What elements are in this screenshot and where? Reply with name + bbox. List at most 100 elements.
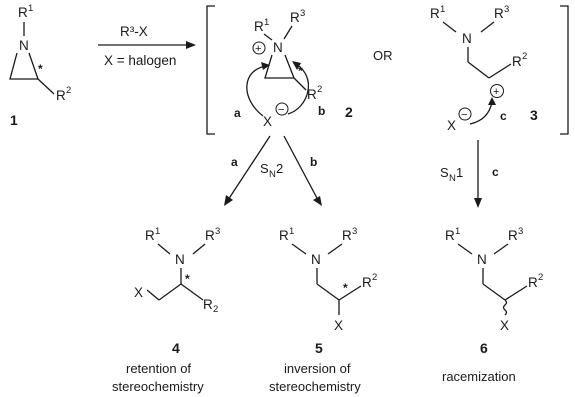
r2-superscript: 2 <box>317 84 322 95</box>
compound-2: R 1 R 3 N + * R 2 X − a b 2 <box>234 8 353 129</box>
path-label-b: b <box>318 104 325 118</box>
bond-n-r1 <box>157 243 171 255</box>
n-label: N <box>175 252 185 267</box>
aziridinium-ring <box>264 54 295 79</box>
bond-c-r2 <box>180 283 204 301</box>
r1-label: R <box>279 228 289 243</box>
bond-c-r2 <box>338 285 362 301</box>
r2-label: R <box>307 87 317 102</box>
n-label: N <box>19 38 29 53</box>
r2-label: R <box>512 54 522 69</box>
sn2-order: 2 <box>276 161 283 176</box>
reagent-condition: X = halogen <box>104 53 176 68</box>
x-label: X <box>263 114 272 129</box>
stereocenter-star: * <box>343 281 348 295</box>
curved-arrow-c-head <box>488 97 496 105</box>
r3-superscript: 3 <box>352 226 357 237</box>
compound-4: R 1 R 3 N * X R 2 4 retention of stereoc… <box>112 226 220 394</box>
compound-5: R 1 R 3 N * R 2 X 5 inversion of stereoc… <box>269 226 377 394</box>
path-label-c: c <box>500 109 507 123</box>
compound-number-3: 3 <box>530 107 538 123</box>
bond-n-r3 <box>192 243 206 255</box>
r3-label: R <box>494 6 504 21</box>
sn2-subscript: N <box>269 169 276 180</box>
compound-3: R 1 R 3 N R 2 + X − c 3 <box>430 4 538 133</box>
path-label-b: b <box>310 155 317 169</box>
compound-1: R 1 N * R 2 1 <box>9 3 71 128</box>
bond-ch2-x <box>146 289 160 301</box>
compound-number-2: 2 <box>345 104 353 120</box>
r3-label: R <box>205 228 215 243</box>
right-bracket <box>560 5 569 135</box>
bond-c-r2 <box>488 63 512 79</box>
reaction-arrowhead <box>186 41 196 49</box>
r1-label: R <box>445 228 455 243</box>
r1-label: R <box>430 6 440 21</box>
plus-charge-icon <box>252 41 266 55</box>
bond-ch2-c <box>482 283 506 301</box>
r1-superscript: 1 <box>455 226 460 237</box>
r3-label: R <box>290 10 300 25</box>
stereocenter-star: * <box>185 272 190 286</box>
reagent-formula: R³-X <box>120 24 148 39</box>
arrow-path-a-head <box>224 195 233 206</box>
bond-n-r1 <box>442 21 457 33</box>
bond-ch2-c <box>467 61 490 79</box>
x-label: X <box>134 285 143 300</box>
r2-superscript: 2 <box>522 51 527 62</box>
r1-superscript: 1 <box>28 3 33 14</box>
compound-number-4: 4 <box>172 340 180 356</box>
r3-superscript: 3 <box>300 8 305 19</box>
n-label: N <box>311 252 321 267</box>
minus-charge-icon <box>275 102 289 116</box>
sn2-label: S <box>260 161 269 176</box>
r1-superscript: 1 <box>155 226 160 237</box>
r1-superscript: 1 <box>440 4 445 15</box>
bond-n-r1 <box>457 243 473 255</box>
x-label: X <box>334 318 343 333</box>
x-label: X <box>500 318 509 333</box>
r2-superscript: 2 <box>66 85 71 96</box>
wavy-bond-c-x <box>502 299 508 316</box>
x-label: X <box>447 118 456 133</box>
plus-charge-sign: + <box>255 43 261 55</box>
r2-subscript: 2 <box>213 304 218 315</box>
compound-number-1: 1 <box>10 112 18 128</box>
arrow-path-c-head <box>474 198 482 208</box>
bond-ch2-c <box>316 283 340 301</box>
bond-c-r2 <box>293 77 307 91</box>
minus-charge-sign: − <box>278 104 284 116</box>
bond-n-r3 <box>327 243 343 255</box>
aziridine-ring <box>9 52 39 80</box>
caption-4-line1: retention of <box>126 361 191 376</box>
bond-n-r3 <box>283 25 293 40</box>
caption-4-line2: stereochemistry <box>112 379 204 394</box>
r3-superscript: 3 <box>504 4 509 15</box>
bond-n-r3 <box>480 21 495 33</box>
r2-superscript: 2 <box>372 272 377 283</box>
r2-label: R <box>362 275 372 290</box>
sn1-order: 1 <box>456 165 463 180</box>
bond-n-r1 <box>291 243 307 255</box>
compound-6: R 1 R 3 N R 2 X 6 racemization <box>442 226 543 384</box>
bond-n-r3 <box>493 243 509 255</box>
arrow-path-b <box>283 135 319 201</box>
arrow-path-a <box>227 135 271 201</box>
reagent-arrow: R³-X X = halogen <box>98 24 196 68</box>
r1-superscript: 1 <box>264 17 269 28</box>
path-label-a: a <box>234 106 241 120</box>
caption-6: racemization <box>442 369 516 384</box>
r1-label: R <box>145 228 155 243</box>
r2-label: R <box>528 275 538 290</box>
curved-arrow-a-head <box>261 62 270 70</box>
arrow-path-b-head <box>313 196 322 206</box>
bond-c-r2 <box>37 78 55 95</box>
r2-label: R <box>203 297 213 312</box>
compound-number-6: 6 <box>480 340 488 356</box>
curved-arrow-b <box>287 63 309 115</box>
caption-5-line2: stereochemistry <box>269 379 361 394</box>
r1-label: R <box>254 19 264 34</box>
compound-number-5: 5 <box>315 340 323 356</box>
r3-label: R <box>508 228 518 243</box>
n-label: N <box>273 40 283 55</box>
